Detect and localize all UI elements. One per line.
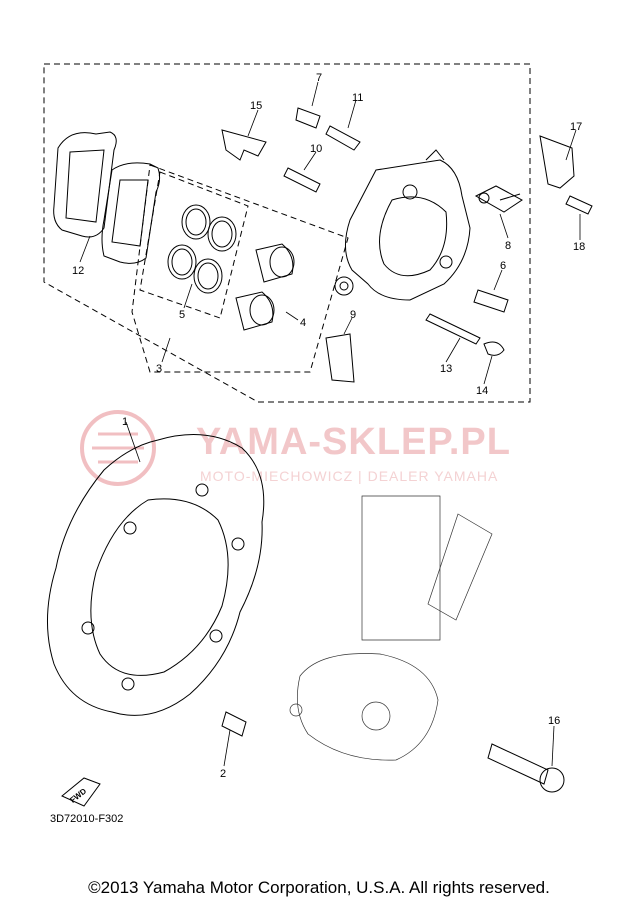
forward-direction-badge: FWD xyxy=(61,777,101,807)
axle-bolt-head xyxy=(539,767,565,793)
fwd-text: FWD xyxy=(68,786,88,804)
label-10: 10 xyxy=(310,143,322,155)
front-fork xyxy=(289,495,493,761)
piston-seals xyxy=(167,204,237,294)
label-2: 2 xyxy=(220,768,226,780)
part-labels: 1 2 3 4 5 6 7 8 9 10 11 12 13 14 15 16 1… xyxy=(72,72,585,780)
label-11: 11 xyxy=(352,92,363,104)
caliper-assembly-box xyxy=(43,63,531,403)
label-5: 5 xyxy=(179,309,185,321)
label-15: 15 xyxy=(250,100,262,112)
label-9: 9 xyxy=(350,309,356,321)
label-3: 3 xyxy=(156,363,162,375)
brake-disc xyxy=(47,434,265,716)
leader-lines xyxy=(79,81,581,767)
hose-bracket xyxy=(539,135,575,189)
drawing-code: 3D72010-F302 xyxy=(50,813,123,825)
brake-pads xyxy=(53,131,161,264)
label-4: 4 xyxy=(300,317,306,329)
disc-bolt xyxy=(221,711,247,737)
label-13: 13 xyxy=(440,363,452,375)
label-7: 7 xyxy=(316,72,322,84)
label-18: 18 xyxy=(573,241,585,253)
label-1: 1 xyxy=(122,416,128,428)
watermark-title: YAMA-SKLEP.PL xyxy=(196,421,511,463)
label-6: 6 xyxy=(500,260,506,272)
watermark-subtitle: MOTO-MIECHOWICZ | DEALER YAMAHA xyxy=(200,468,498,484)
label-17: 17 xyxy=(570,121,582,133)
copyright-notice: ©2013 Yamaha Motor Corporation, U.S.A. A… xyxy=(88,878,550,897)
piston-kit-box xyxy=(131,164,349,373)
label-16: 16 xyxy=(548,715,560,727)
pad-pin-clip xyxy=(221,129,267,161)
pad-spring xyxy=(325,333,355,383)
label-12: 12 xyxy=(72,265,84,277)
label-8: 8 xyxy=(505,240,511,252)
pistons xyxy=(235,243,295,331)
watermark-logo xyxy=(80,410,156,486)
watermark: YAMA-SKLEP.PL MOTO-MIECHOWICZ | DEALER Y… xyxy=(80,410,511,486)
caliper-body xyxy=(334,149,471,301)
axle-bolt xyxy=(487,743,549,785)
label-14: 14 xyxy=(476,385,488,397)
bleeder-screw xyxy=(474,185,523,213)
bolts xyxy=(283,107,593,356)
